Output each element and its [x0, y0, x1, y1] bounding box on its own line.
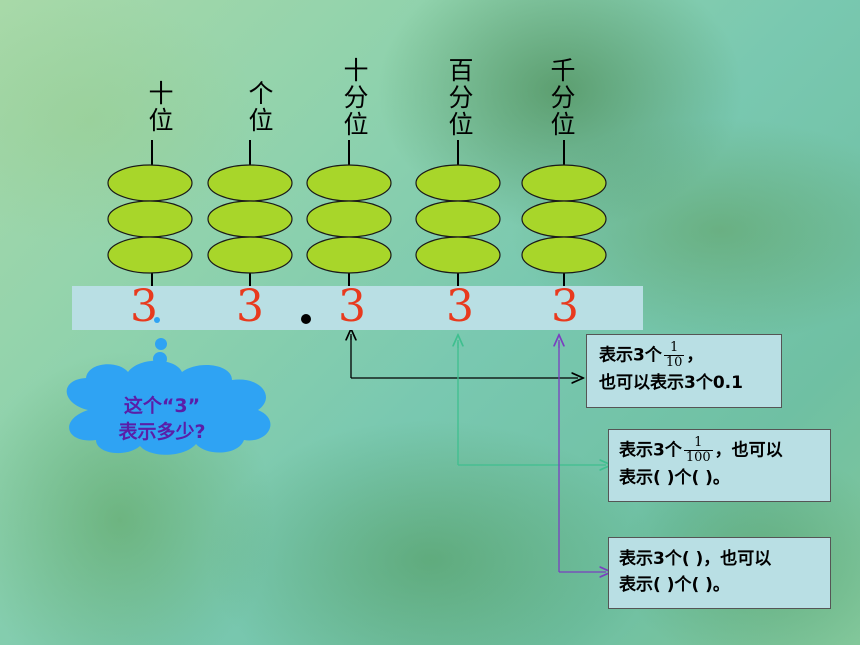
place-value-bar	[72, 286, 643, 330]
digit-tenths: 3	[338, 281, 366, 332]
label-tens: 十位	[148, 79, 174, 135]
label-tenths: 十分位	[343, 56, 369, 139]
pointer-dot	[154, 317, 160, 323]
decimal-point	[301, 314, 311, 324]
label-hundredths: 百分位	[448, 56, 474, 139]
digit-tens: 3	[130, 281, 158, 332]
arrow-hundredths	[457, 342, 606, 465]
arrow-tenths	[350, 336, 578, 378]
digit-thousandths: 3	[551, 281, 579, 332]
explain-box-thousandths: 表示3个( )，也可以 表示( )个( )。	[608, 537, 831, 609]
digit-hundredths: 3	[446, 281, 474, 332]
question-cloud	[66, 338, 271, 455]
abacus-beads	[107, 164, 607, 274]
label-ones: 个位	[248, 79, 274, 135]
label-thousandths: 千分位	[550, 56, 576, 139]
digit-ones: 3	[236, 281, 264, 332]
arrow-thousandths	[558, 342, 606, 572]
question-text: 这个“3” 表示多少?	[118, 395, 206, 443]
